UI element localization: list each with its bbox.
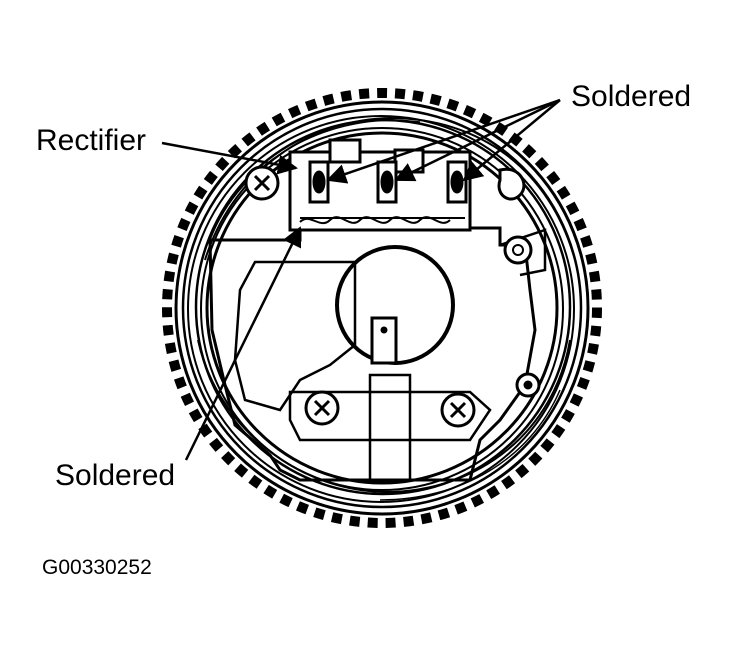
screw-top-left bbox=[244, 165, 280, 201]
figure-id: G00330252 bbox=[42, 556, 152, 579]
screw-bottom-left bbox=[304, 390, 340, 426]
bearing-hole bbox=[335, 245, 455, 365]
screw-bottom-right bbox=[440, 392, 476, 428]
solder-terminal-1 bbox=[308, 160, 330, 204]
rectifier-plate bbox=[208, 226, 547, 482]
clip-top-right bbox=[497, 167, 526, 201]
rectifier-label: Rectifier bbox=[36, 124, 147, 157]
soldered-leader-2 bbox=[394, 98, 561, 182]
soldered-top-label: Soldered bbox=[571, 80, 692, 113]
stud-right bbox=[515, 372, 541, 398]
leader-lines bbox=[161, 98, 561, 461]
terminal-eye-right bbox=[503, 235, 533, 265]
solder-terminal-3 bbox=[446, 160, 468, 204]
soldered-leader-1 bbox=[326, 98, 561, 184]
soldered-bottom-label: Soldered bbox=[55, 459, 176, 492]
soldered-bottom-leader bbox=[184, 226, 302, 461]
soldered-leader-3 bbox=[462, 99, 561, 182]
rectifier-leader bbox=[161, 141, 298, 175]
rectifier-block bbox=[288, 138, 472, 232]
solder-terminal-2 bbox=[376, 160, 398, 204]
